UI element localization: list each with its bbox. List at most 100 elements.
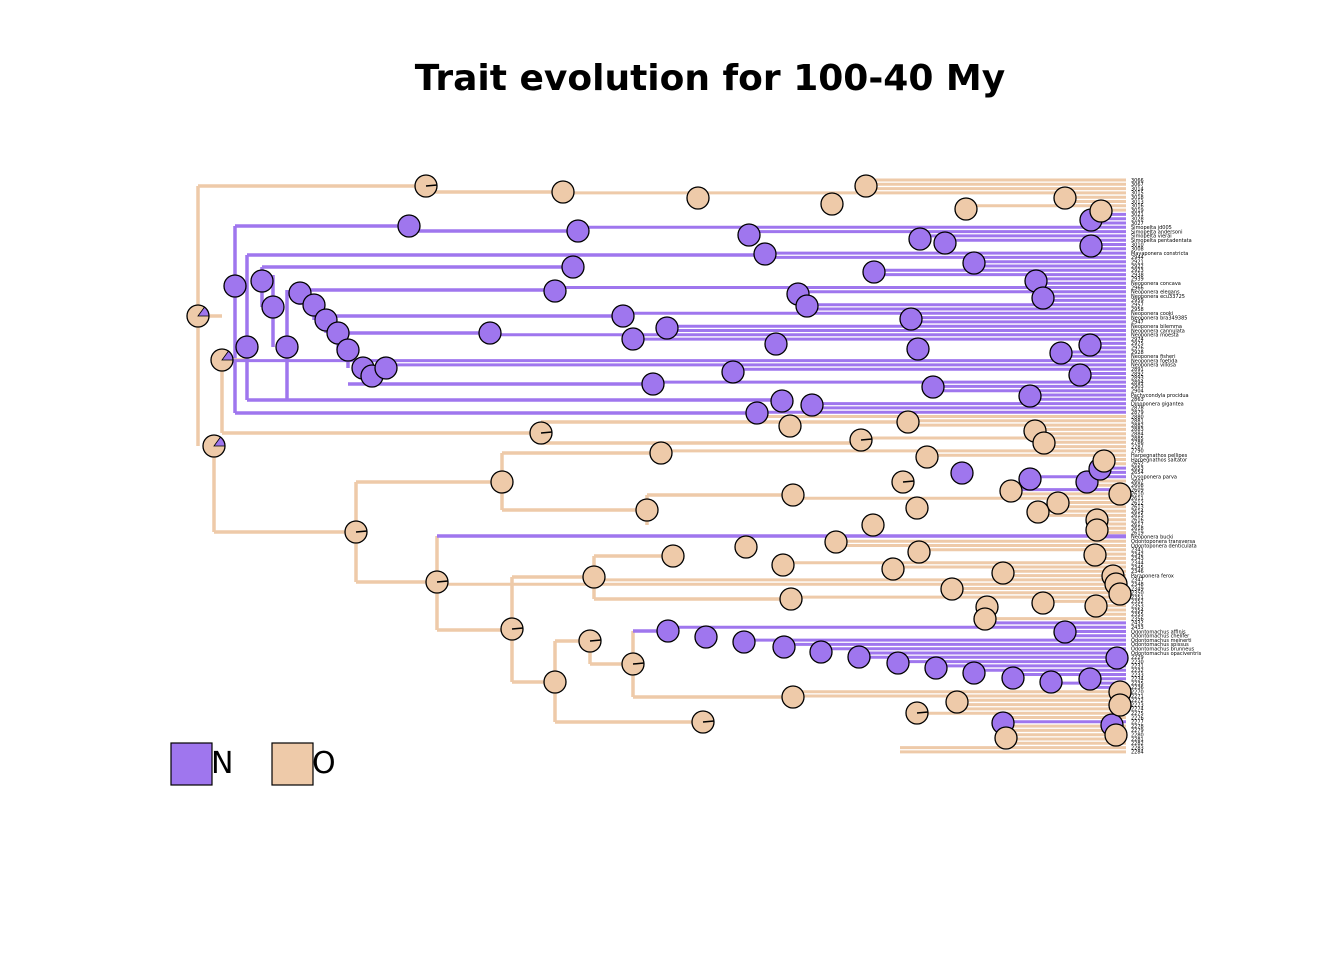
node-state-o [778, 414, 802, 438]
node-pie-slice-n [916, 711, 929, 714]
tip-label: 2273 [1131, 702, 1144, 708]
node-state-n [641, 372, 665, 396]
tip-label: 2277 [1131, 720, 1144, 726]
tip-label: 3015 [1131, 191, 1144, 197]
node-state-n [933, 231, 957, 255]
node-state-o [973, 607, 997, 631]
tip-label: Odontoponera denticulata [1131, 543, 1197, 549]
node-state-o [582, 565, 606, 589]
tip-label: 2341 [1131, 548, 1144, 554]
node-state-n [655, 316, 679, 340]
tip-label: 2904 [1131, 389, 1144, 395]
node-state-o [1026, 500, 1050, 524]
tip-label: Odontomachus opaciventris [1131, 651, 1202, 657]
node-state-o [881, 557, 905, 581]
tip-label: 2879 [1131, 410, 1144, 416]
node-state-n [745, 401, 769, 425]
legend-label-o: O [312, 746, 336, 781]
tip-label: Neoponera cannulata [1131, 328, 1185, 334]
tip-label: Simopelta pentadentata [1131, 238, 1192, 244]
tip-label: 3027 [1131, 221, 1144, 227]
tip-label: 3067 [1131, 182, 1144, 188]
tip-label: 2615 [1131, 513, 1144, 519]
tip-label: 3019 [1131, 208, 1144, 214]
node-pie-outline [691, 710, 715, 734]
tip-label: 2787 [1131, 444, 1144, 450]
node-pie-outline [210, 348, 234, 372]
node-state-o [1108, 582, 1132, 606]
tip-label: 2279 [1131, 728, 1144, 734]
node-state-n [906, 337, 930, 361]
tip-label: Odontomachus chelifer [1131, 634, 1190, 640]
legend-label-n: N [211, 746, 233, 781]
tip-label: 2607 [1131, 479, 1144, 485]
node-state-o [896, 410, 920, 434]
tip-label: 2345 [1131, 565, 1144, 571]
tip-label: 2354 [1131, 608, 1144, 614]
tip-label: 2610 [1131, 492, 1144, 498]
node-state-n [1031, 286, 1055, 310]
tip-label: Neoponera ecu33725 [1131, 294, 1185, 300]
tip-label: 2884 [1131, 432, 1144, 438]
node-state-o [954, 197, 978, 221]
tip-label: 2432 [1131, 621, 1144, 627]
tip-label: Odontomachus affinis [1131, 629, 1186, 635]
node-state-o [999, 479, 1023, 503]
tip-label: 2894 [1131, 380, 1144, 386]
tip-label: 2923 [1131, 268, 1144, 274]
node-state-n [1001, 666, 1025, 690]
node-state-n [1049, 341, 1073, 365]
tip-label: 2347 [1131, 578, 1144, 584]
tip-label: 2892 [1131, 371, 1144, 377]
tip-label: 2957 [1131, 303, 1144, 309]
node-state-n [261, 295, 285, 319]
node-pie-outline [849, 428, 873, 452]
node-state-o [1032, 431, 1056, 455]
tip-label: 2617 [1131, 522, 1144, 528]
node-pie-outline [621, 652, 645, 676]
tip-label: 2346 [1131, 569, 1144, 575]
node-state-o [991, 561, 1015, 585]
tip-label: 2653 [1131, 466, 1144, 472]
node-state-o [824, 530, 848, 554]
tip-label: 2271 [1131, 694, 1144, 700]
node-state-o [635, 498, 659, 522]
tip-label: 2654 [1131, 470, 1144, 476]
tip-label: 3008 [1131, 247, 1144, 253]
legend-swatch-n [170, 742, 213, 786]
tip-label: Odontomachus meinerti [1131, 638, 1192, 644]
node-state-n [397, 214, 421, 238]
node-pie-slice-n [860, 438, 873, 441]
tip-label: 2619 [1131, 530, 1144, 536]
node-pie-outline [500, 617, 524, 641]
tip-label: Neoponera bilemma [1131, 324, 1182, 330]
tip-label: Dysoponera parva [1131, 475, 1177, 481]
tip-label: 2349 [1131, 586, 1144, 592]
tip-label: 2885 [1131, 436, 1144, 442]
node-state-n [1078, 667, 1102, 691]
node-pie-slice-n [902, 480, 915, 483]
node-state-o [1085, 518, 1109, 542]
node-pie-slice-n [702, 720, 715, 723]
node-pie [501, 618, 523, 640]
node-state-n [1105, 646, 1129, 670]
tip-label: 2609 [1131, 487, 1144, 493]
tip-label: 2235 [1131, 681, 1144, 687]
tip-label: 2891 [1131, 367, 1144, 373]
tip-label: 2348 [1131, 582, 1144, 588]
tip-label: 2230 [1131, 659, 1144, 665]
tip-label: Dinoponera gigantea [1131, 401, 1184, 407]
tip-label: 2975 [1131, 341, 1144, 347]
tip-label: 2352 [1131, 599, 1144, 605]
node-state-n [847, 645, 871, 669]
node-pie-outline [425, 570, 449, 594]
tip-label: Neoponera bra349385 [1131, 315, 1187, 321]
tip-label: Harpegnathos saltator [1131, 457, 1188, 463]
node-state-o [771, 553, 795, 577]
node-state-o [940, 577, 964, 601]
tip-label: 2614 [1131, 509, 1144, 515]
node-state-n [1053, 620, 1077, 644]
tip-label: 2944 [1131, 255, 1144, 261]
node-state-n [732, 630, 756, 654]
node-state-n [1068, 363, 1092, 387]
